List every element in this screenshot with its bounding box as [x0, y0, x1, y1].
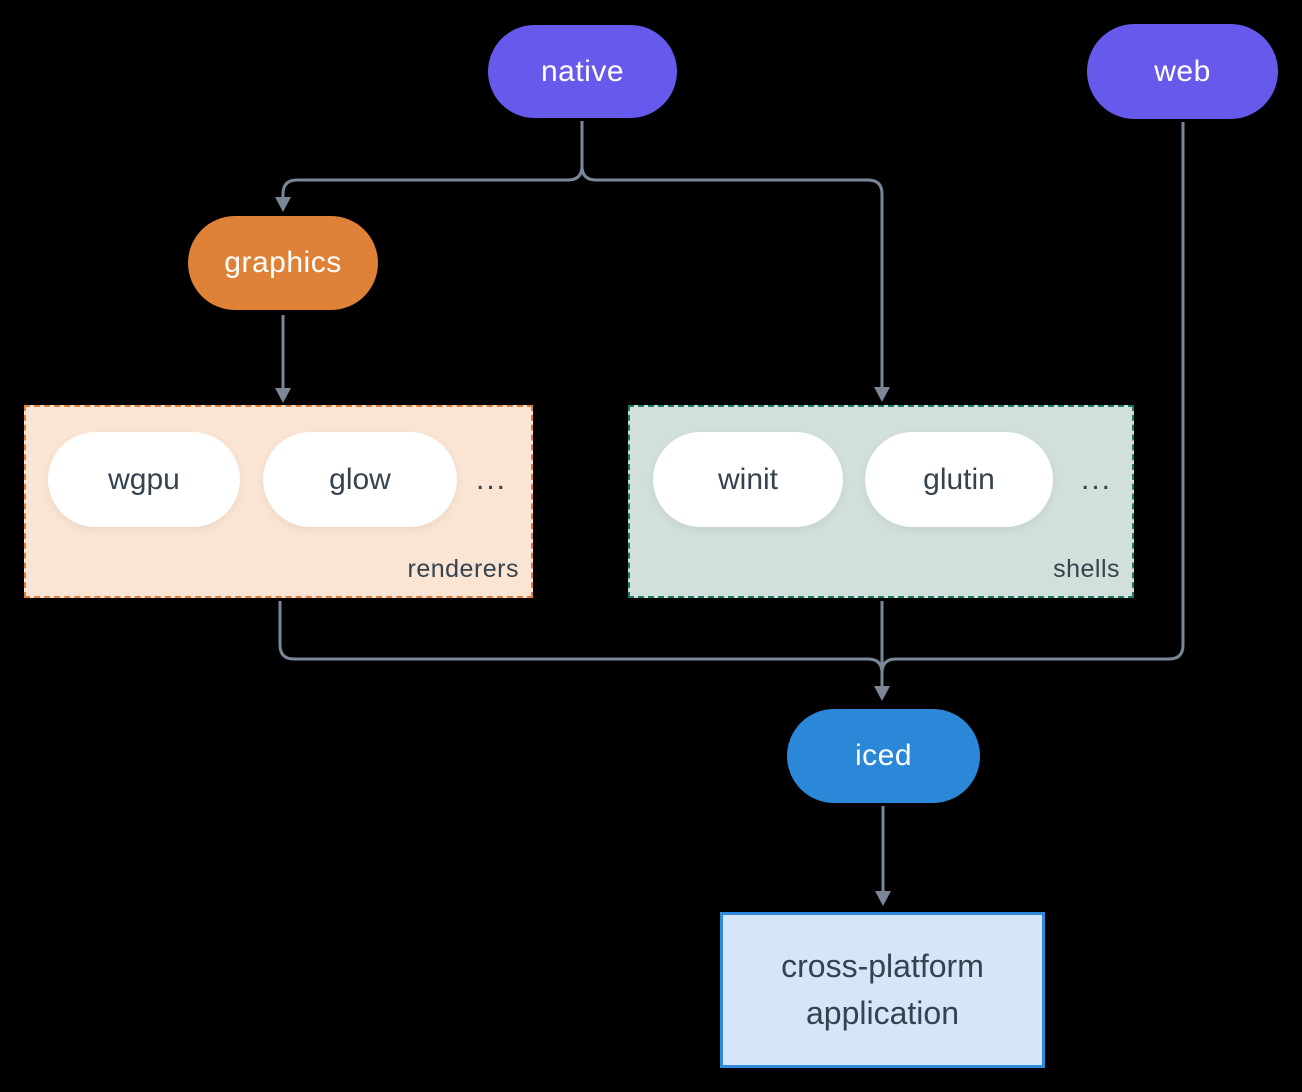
node-native: native	[488, 25, 677, 118]
pill-glow: glow	[263, 432, 457, 527]
pill-winit: winit	[653, 432, 843, 527]
node-graphics-label: graphics	[224, 246, 342, 279]
pill-glutin: glutin	[865, 432, 1053, 527]
shells-ellipsis: ...	[1080, 462, 1112, 496]
node-web-label: web	[1154, 54, 1211, 88]
box-cross-platform-application: cross-platform application	[720, 912, 1045, 1068]
pill-wgpu-label: wgpu	[108, 462, 180, 496]
pill-winit-label: winit	[717, 462, 778, 496]
renderers-group-label: renderers	[407, 555, 519, 583]
edge-native-shells	[580, 165, 884, 387]
arrowhead-into-application	[875, 891, 891, 906]
group-renderers: wgpu glow ... renderers	[24, 405, 533, 598]
arrowhead-into-iced	[874, 686, 890, 701]
application-label: cross-platform application	[781, 947, 984, 1031]
edge-native-graphics	[281, 121, 584, 197]
node-graphics: graphics	[188, 216, 378, 310]
arrowhead-into-graphics	[275, 197, 291, 212]
group-shells: winit glutin ... shells	[628, 405, 1134, 598]
arrowhead-into-renderers	[275, 388, 291, 403]
node-native-label: native	[540, 54, 625, 88]
edge-renderers-iced	[278, 601, 884, 674]
pill-glutin-label: glutin	[923, 462, 995, 496]
pill-glow-label: glow	[329, 462, 391, 496]
node-iced: iced	[787, 709, 980, 803]
shells-group-label: shells	[1053, 555, 1120, 583]
node-iced-label: iced	[854, 739, 913, 772]
arrowhead-into-shells	[874, 387, 890, 402]
pill-wgpu: wgpu	[48, 432, 240, 527]
node-web: web	[1087, 24, 1278, 119]
renderers-ellipsis: ...	[475, 462, 507, 496]
